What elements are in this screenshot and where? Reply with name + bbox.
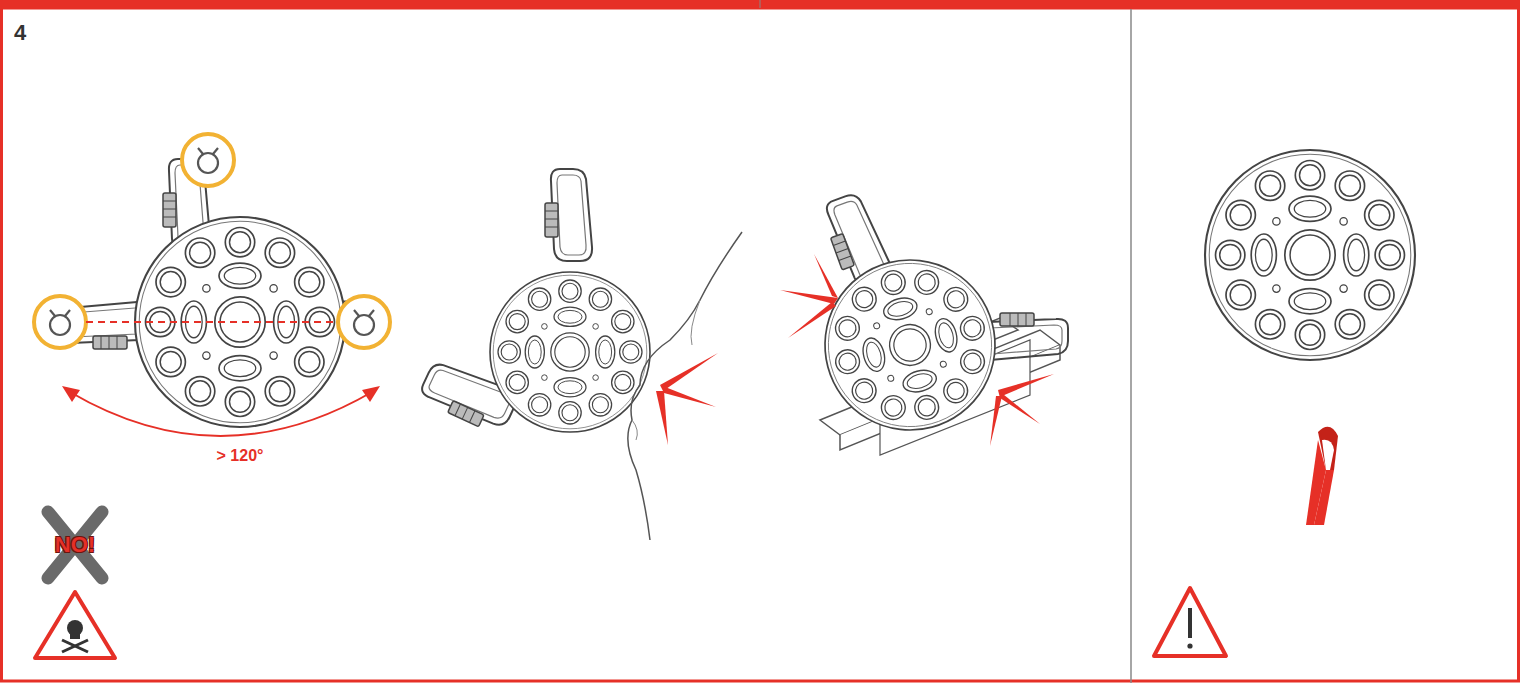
step-number: 4 [14, 22, 26, 44]
angle-dimension: > 120° [217, 448, 264, 464]
prohibition-text: NO! [55, 534, 95, 556]
